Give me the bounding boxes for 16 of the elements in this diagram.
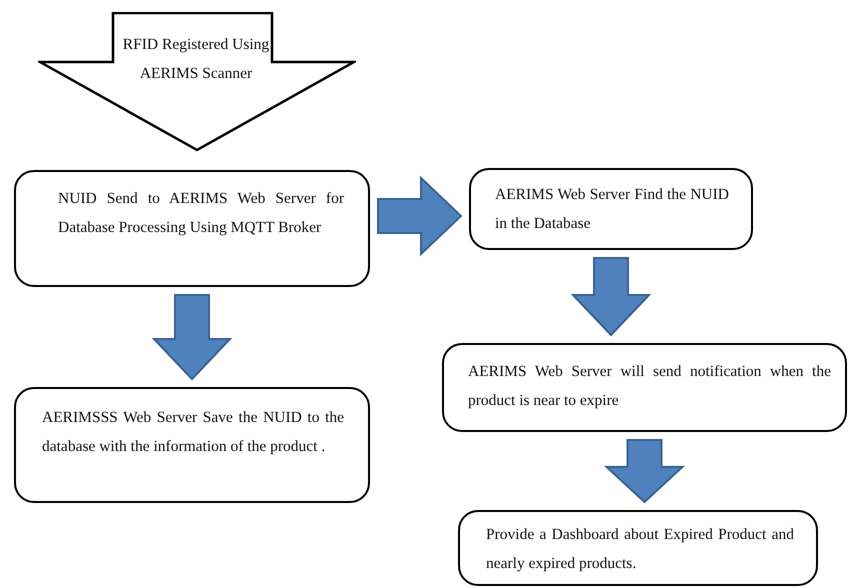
process-box: [458, 510, 818, 586]
step-text: AERIMS Web Server Find the NUID in the Database: [495, 185, 729, 234]
step-text: RFID Registered Using AERIMS Scanner: [122, 35, 270, 84]
block-arrow-shape: [38, 12, 356, 152]
process-box: [14, 170, 370, 287]
block-arrow: [604, 439, 686, 504]
process-box: [469, 168, 753, 250]
step-text: AERIMS Web Server will send notification when the product is near to expire: [468, 362, 831, 411]
step-text: NUID Send to AERIMS Web Server for Database Processing Using MQTT Broker: [58, 189, 344, 238]
process-box: [14, 387, 370, 503]
block-arrow: [152, 294, 232, 380]
step-text: AERIMSSS Web Server Save the NUID to the database with the information of the product .: [42, 408, 344, 457]
block-arrow: [570, 257, 652, 336]
process-box: [442, 343, 847, 432]
block-arrow: [377, 176, 462, 256]
step-text: Provide a Dashboard about Expired Product and nearly expired products.: [486, 525, 794, 574]
